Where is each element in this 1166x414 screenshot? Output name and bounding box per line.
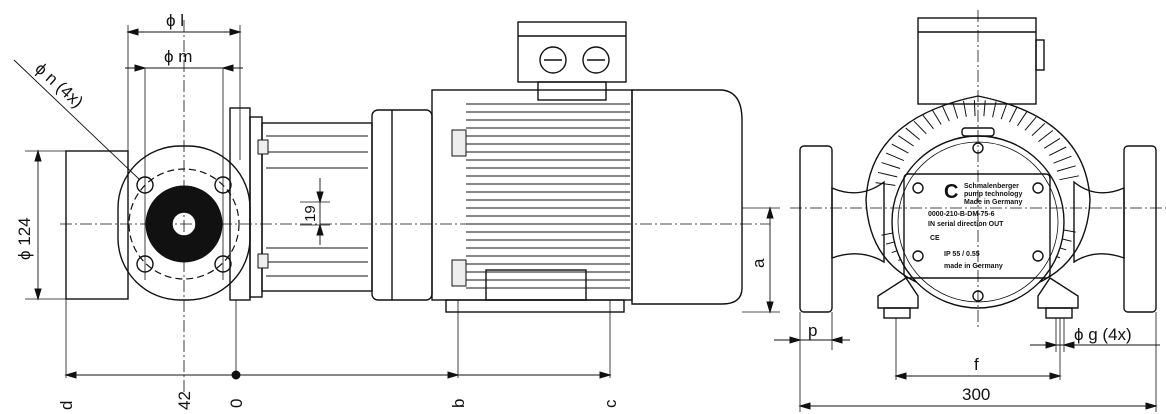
- motor-flange: [371, 109, 433, 301]
- front-fin: [963, 100, 967, 117]
- nameplate-model: 0000-210-B-DM-75-6: [928, 211, 995, 218]
- front-fin: [1056, 165, 1076, 172]
- label-a: a: [749, 258, 768, 268]
- front-fin: [983, 100, 986, 117]
- front-flange-right: [1123, 145, 1157, 313]
- front-fin: [881, 162, 901, 170]
- front-fin: [1000, 103, 1008, 120]
- front-foot-left: [877, 277, 919, 309]
- front-fin: [891, 143, 909, 154]
- label-0: 0: [227, 399, 246, 408]
- label-c: c: [601, 399, 620, 408]
- label-dia-124: ϕ 124: [15, 217, 34, 260]
- front-fin: [973, 100, 976, 117]
- label-p: p: [808, 321, 817, 340]
- nameplate-logo-c: C: [944, 181, 958, 203]
- front-fin: [898, 135, 914, 147]
- label-19: 19: [302, 205, 319, 222]
- label-300: 300: [962, 385, 990, 404]
- cable-gland-right: [582, 46, 610, 74]
- nameplate-inout: IN serial direction OUT: [928, 221, 1004, 228]
- zero-datum-dot: [231, 370, 241, 380]
- front-foot-right: [1037, 277, 1079, 309]
- label-dia-g: ϕ g (4x): [1074, 325, 1132, 344]
- front-fin: [877, 171, 898, 178]
- front-fin: [905, 127, 920, 140]
- motor-end-cap: [631, 89, 743, 305]
- front-fin: [885, 152, 905, 162]
- label-d: d: [57, 401, 76, 410]
- front-fin: [931, 109, 942, 125]
- nameplate-marks: CE: [930, 235, 940, 242]
- front-fin: [875, 182, 896, 186]
- nameplate: C Schmalenberger pump technology Made in…: [903, 173, 1051, 279]
- front-fin: [1049, 146, 1067, 156]
- pump-side-view: [64, 21, 780, 380]
- front-flange-left: [799, 145, 833, 313]
- motor-foot: [445, 299, 625, 313]
- front-fin: [1059, 175, 1080, 181]
- label-f: f: [974, 355, 979, 374]
- cable-gland-left: [539, 46, 567, 74]
- front-fin: [941, 105, 950, 122]
- nameplate-rating: IP 55 / 0.55: [944, 251, 980, 258]
- front-fin: [913, 120, 927, 135]
- flange-end-view: [13, 20, 770, 395]
- label-dia-n: ϕ n (4x): [31, 59, 87, 112]
- pump-front-view: C Schmalenberger pump technology Made in…: [774, 10, 1166, 412]
- front-fin: [952, 102, 959, 119]
- front-fin: [1024, 116, 1037, 131]
- nameplate-brand: Schmalenberger: [964, 183, 1019, 190]
- label-dia-m: ϕ m: [164, 47, 192, 66]
- terminal-box: [517, 21, 627, 83]
- label-b: b: [449, 399, 468, 408]
- front-fin: [1053, 155, 1072, 164]
- front-fin: [1009, 107, 1018, 123]
- front-fin: [922, 114, 934, 130]
- nameplate-location: Made in Germany: [964, 199, 1022, 206]
- nameplate-footer: made in Germany: [944, 263, 1003, 270]
- front-fin: [1031, 123, 1046, 137]
- pump-body-rect: [65, 150, 129, 300]
- nameplate-tagline: pump technology: [964, 191, 1022, 198]
- label-dia-l: ϕ l: [166, 11, 184, 30]
- terminal-box-front: [917, 17, 1037, 105]
- front-fin: [1038, 130, 1054, 143]
- front-fin: [1043, 138, 1061, 149]
- front-fin: [992, 101, 997, 118]
- label-42: 42: [175, 391, 194, 410]
- front-fin: [1017, 111, 1028, 127]
